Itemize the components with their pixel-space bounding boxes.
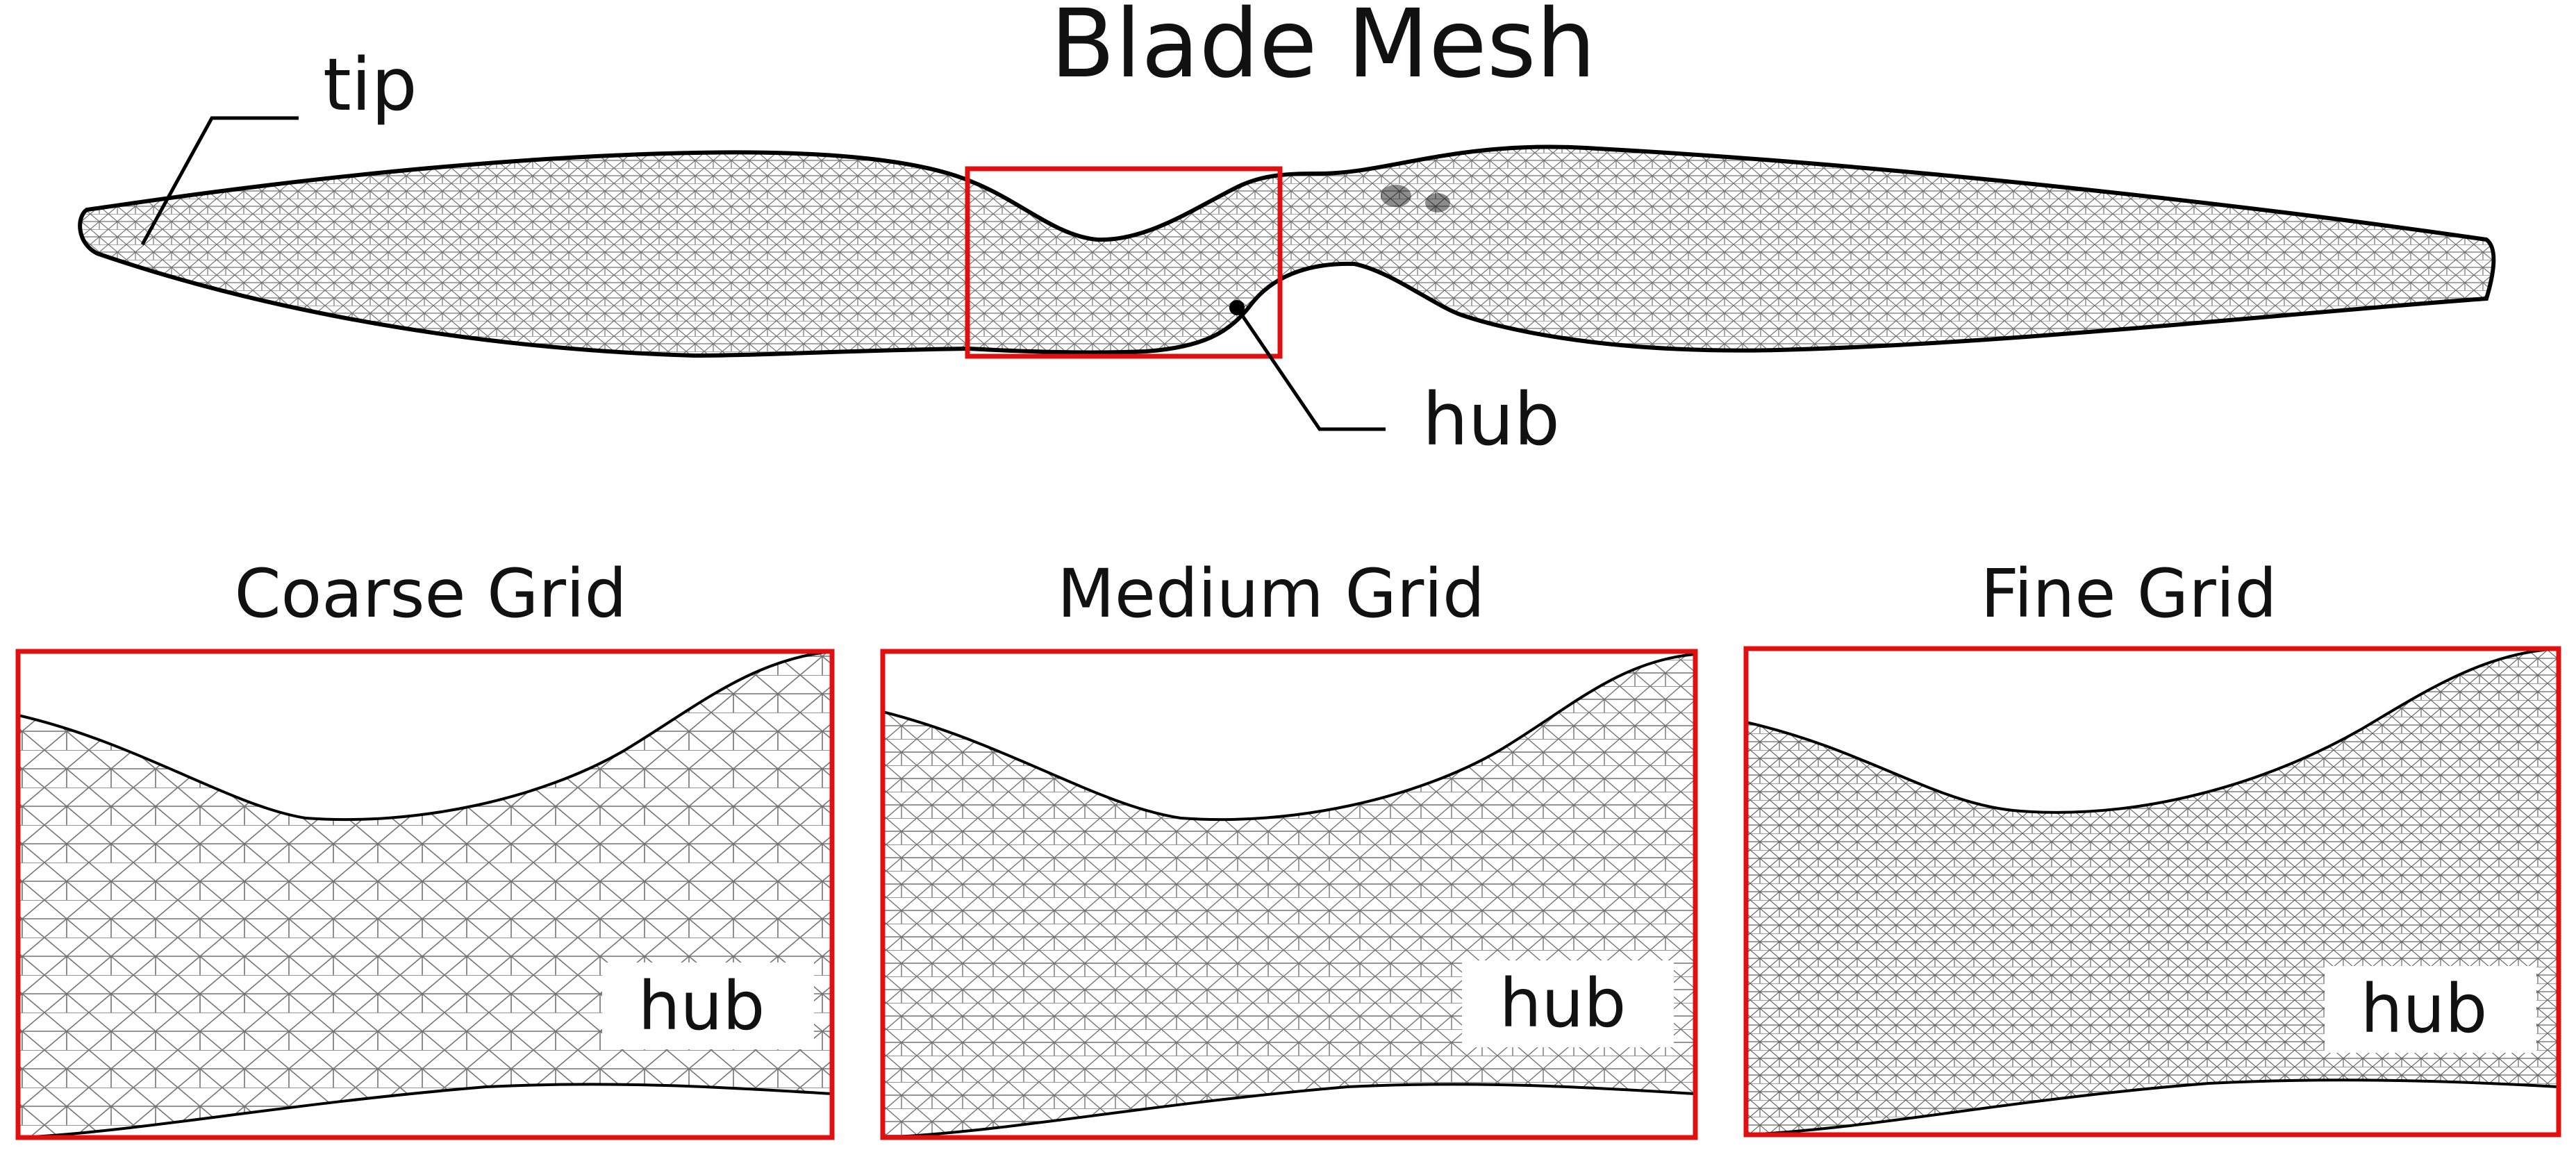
tip-callout: tip [140,42,417,246]
hub-highlight-box [965,166,1283,359]
panel-coarse-grid: Coarse Grid hub [15,555,835,1140]
panel-frame-medium [880,649,1698,1140]
propeller-blade [78,144,2496,358]
hub-dark-spot [1381,185,1411,207]
hub-region-mesh-fine [1746,649,2559,1135]
panel-fine-grid: Fine Grid hub [1743,555,2561,1138]
panel-title-fine: Fine Grid [1981,555,2277,633]
panel-hub-label-fine: hub [2361,970,2488,1048]
hub-callout: hub [1229,300,1560,462]
panel-title-coarse: Coarse Grid [234,555,626,633]
hub-region-mesh-coarse [18,651,832,1138]
blade-surface [78,144,2496,358]
panel-frame-fine [1743,646,2561,1138]
figure-title: Blade Mesh [1050,0,1596,99]
hub-dark-spot-2 [1425,193,1450,213]
panel-hub-label-medium: hub [1499,965,1627,1042]
hub-label-box-fine [2325,966,2536,1053]
tip-label: tip [323,42,417,127]
hub-label-box-coarse [602,963,814,1049]
panel-title-medium: Medium Grid [1057,555,1485,633]
panel-medium-grid: Medium Grid hub [880,555,1698,1140]
panel-frame-coarse [15,649,835,1140]
hub-label-box-medium [1462,960,1674,1047]
hub-label: hub [1422,377,1560,462]
panel-hub-label-coarse: hub [638,967,765,1045]
hub-region-mesh-medium [883,652,1695,1138]
